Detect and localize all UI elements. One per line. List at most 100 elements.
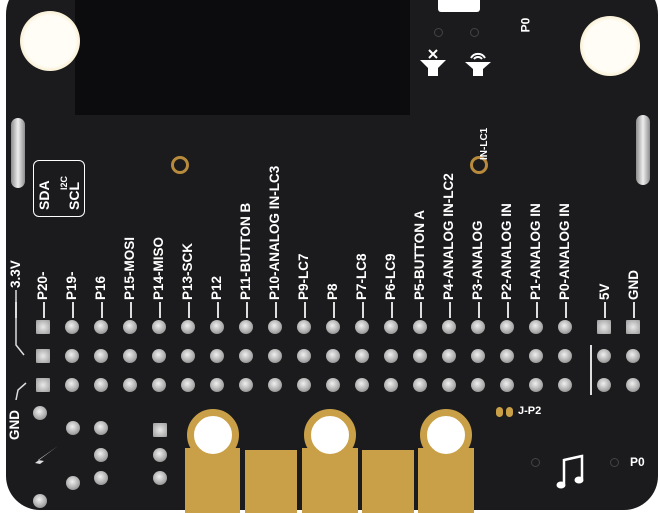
power-pin	[597, 349, 611, 363]
header-pin	[152, 378, 166, 392]
power-pin	[626, 320, 640, 334]
pin-trace	[72, 302, 74, 318]
pin-trace	[507, 302, 509, 318]
pin-trace	[536, 302, 538, 318]
header-pin	[471, 349, 485, 363]
pad	[94, 448, 108, 462]
header-pin	[471, 378, 485, 392]
label-gnd-left: GND	[7, 410, 22, 440]
pin-label: P16	[93, 275, 108, 300]
header-pin	[384, 378, 398, 392]
header-pin	[239, 378, 253, 392]
power-pin	[626, 349, 640, 363]
pin-label: P8	[325, 283, 340, 300]
ring-hole-0	[187, 409, 239, 461]
header-pin	[123, 349, 137, 363]
pin-trace	[565, 302, 567, 318]
pin-label: P6-LC9	[383, 253, 398, 300]
header-pin	[268, 349, 282, 363]
header-pin	[384, 320, 398, 334]
speaker-on-icon	[465, 52, 491, 76]
via-ring	[470, 156, 488, 174]
header-pin	[500, 378, 514, 392]
header-pin	[210, 349, 224, 363]
header-pin	[297, 378, 311, 392]
side-slot-left	[11, 118, 25, 188]
i2c-label: I2C	[59, 175, 69, 190]
pin-label: P19-	[64, 271, 79, 300]
i2c-box	[33, 160, 85, 217]
header-pin	[297, 320, 311, 334]
pin-trace	[449, 302, 451, 318]
bottom-p0-label: P0	[630, 455, 645, 469]
jumper-pad	[496, 407, 503, 417]
header-pin	[181, 378, 195, 392]
pad	[66, 421, 80, 435]
header-pin	[239, 349, 253, 363]
pin-label: P15-MOSI	[122, 236, 137, 300]
pin-trace	[130, 302, 132, 318]
pin-trace	[159, 302, 161, 318]
header-pin	[36, 349, 50, 363]
header-pin	[36, 320, 50, 334]
ring-hole-1	[304, 409, 356, 461]
header-pin	[413, 378, 427, 392]
pad	[33, 494, 47, 508]
dark-zone	[75, 0, 410, 115]
header-pin	[413, 349, 427, 363]
header-pin	[442, 320, 456, 334]
pad	[153, 471, 167, 485]
pin-trace	[420, 302, 422, 318]
pin-trace	[246, 302, 248, 318]
power-pin	[597, 320, 611, 334]
pin-label: P1-ANALOG IN	[528, 203, 543, 300]
header-pin	[210, 320, 224, 334]
header-pin	[529, 349, 543, 363]
board-notch	[438, 0, 480, 12]
via-ring	[171, 156, 189, 174]
pin-label: P10-ANALOG IN-LC3	[267, 165, 282, 300]
pin-trace	[304, 302, 306, 318]
label-3v3: 3.3V	[8, 260, 23, 288]
music-note-icon	[556, 454, 584, 489]
pad	[33, 406, 47, 420]
pin-trace	[478, 302, 480, 318]
mounting-hole-top-left	[20, 11, 80, 71]
header-pin	[94, 378, 108, 392]
pin-trace	[217, 302, 219, 318]
edge-pad	[245, 450, 297, 513]
header-pin	[123, 378, 137, 392]
header-pin	[500, 320, 514, 334]
p3-suffix-label: IN-LC1	[479, 127, 490, 160]
power-traces	[15, 290, 27, 400]
pin-label: P5-BUTTON A	[412, 209, 427, 300]
header-pin	[442, 349, 456, 363]
edge-pad	[362, 450, 414, 513]
header-pin	[500, 349, 514, 363]
power-pin	[626, 378, 640, 392]
pin-label: P12	[209, 275, 224, 300]
header-pin	[94, 349, 108, 363]
header-pin	[123, 320, 137, 334]
pin-trace	[333, 302, 335, 318]
header-pin	[94, 320, 108, 334]
lightning-icon	[24, 446, 58, 476]
header-pin	[355, 378, 369, 392]
pin-trace	[362, 302, 364, 318]
ring-hole-2	[420, 409, 472, 461]
power-pin	[597, 378, 611, 392]
pin-label: P14-MISO	[151, 236, 166, 300]
pin-trace	[275, 302, 277, 318]
hole	[470, 28, 479, 37]
pad	[94, 421, 108, 435]
header-pin	[239, 320, 253, 334]
hole	[434, 28, 443, 37]
pin-label: P7-LC8	[354, 253, 369, 300]
header-pin	[355, 320, 369, 334]
speaker-muted-icon	[420, 49, 446, 76]
hole	[610, 458, 619, 467]
header-pin	[181, 320, 195, 334]
pin-label: P11-BUTTON B	[238, 202, 253, 300]
header-pin	[65, 349, 79, 363]
